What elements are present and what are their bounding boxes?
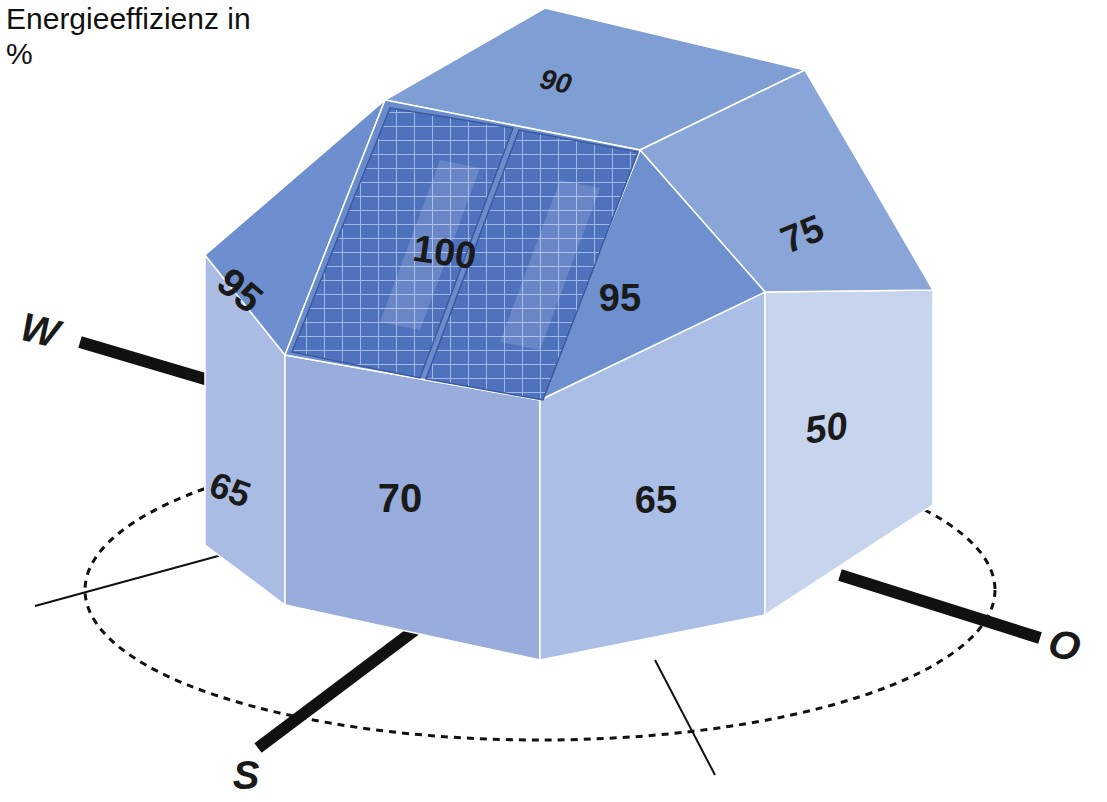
wall-southwest — [285, 355, 540, 660]
face-value: 100 — [411, 229, 479, 275]
compass-letter: W — [17, 306, 63, 354]
compass-letter: S — [233, 755, 260, 795]
panel-glare — [380, 160, 480, 330]
compass-south-arm — [258, 630, 415, 748]
compass-west-arm — [80, 342, 215, 382]
face-value: 70 — [378, 478, 423, 518]
face-value: 95 — [599, 279, 641, 317]
face-value: 50 — [802, 406, 849, 450]
roof-south — [285, 100, 640, 400]
panel-glare — [500, 180, 600, 350]
chart-title: Energieeffizienz in % — [6, 2, 266, 71]
face-value: 90 — [538, 65, 574, 99]
face-value: 65 — [635, 481, 677, 519]
compass-tick — [655, 660, 715, 775]
compass-letter: O — [1045, 622, 1085, 668]
compass-tick — [35, 550, 240, 606]
compass-east-arm — [840, 575, 1040, 638]
wall-east — [765, 290, 933, 615]
